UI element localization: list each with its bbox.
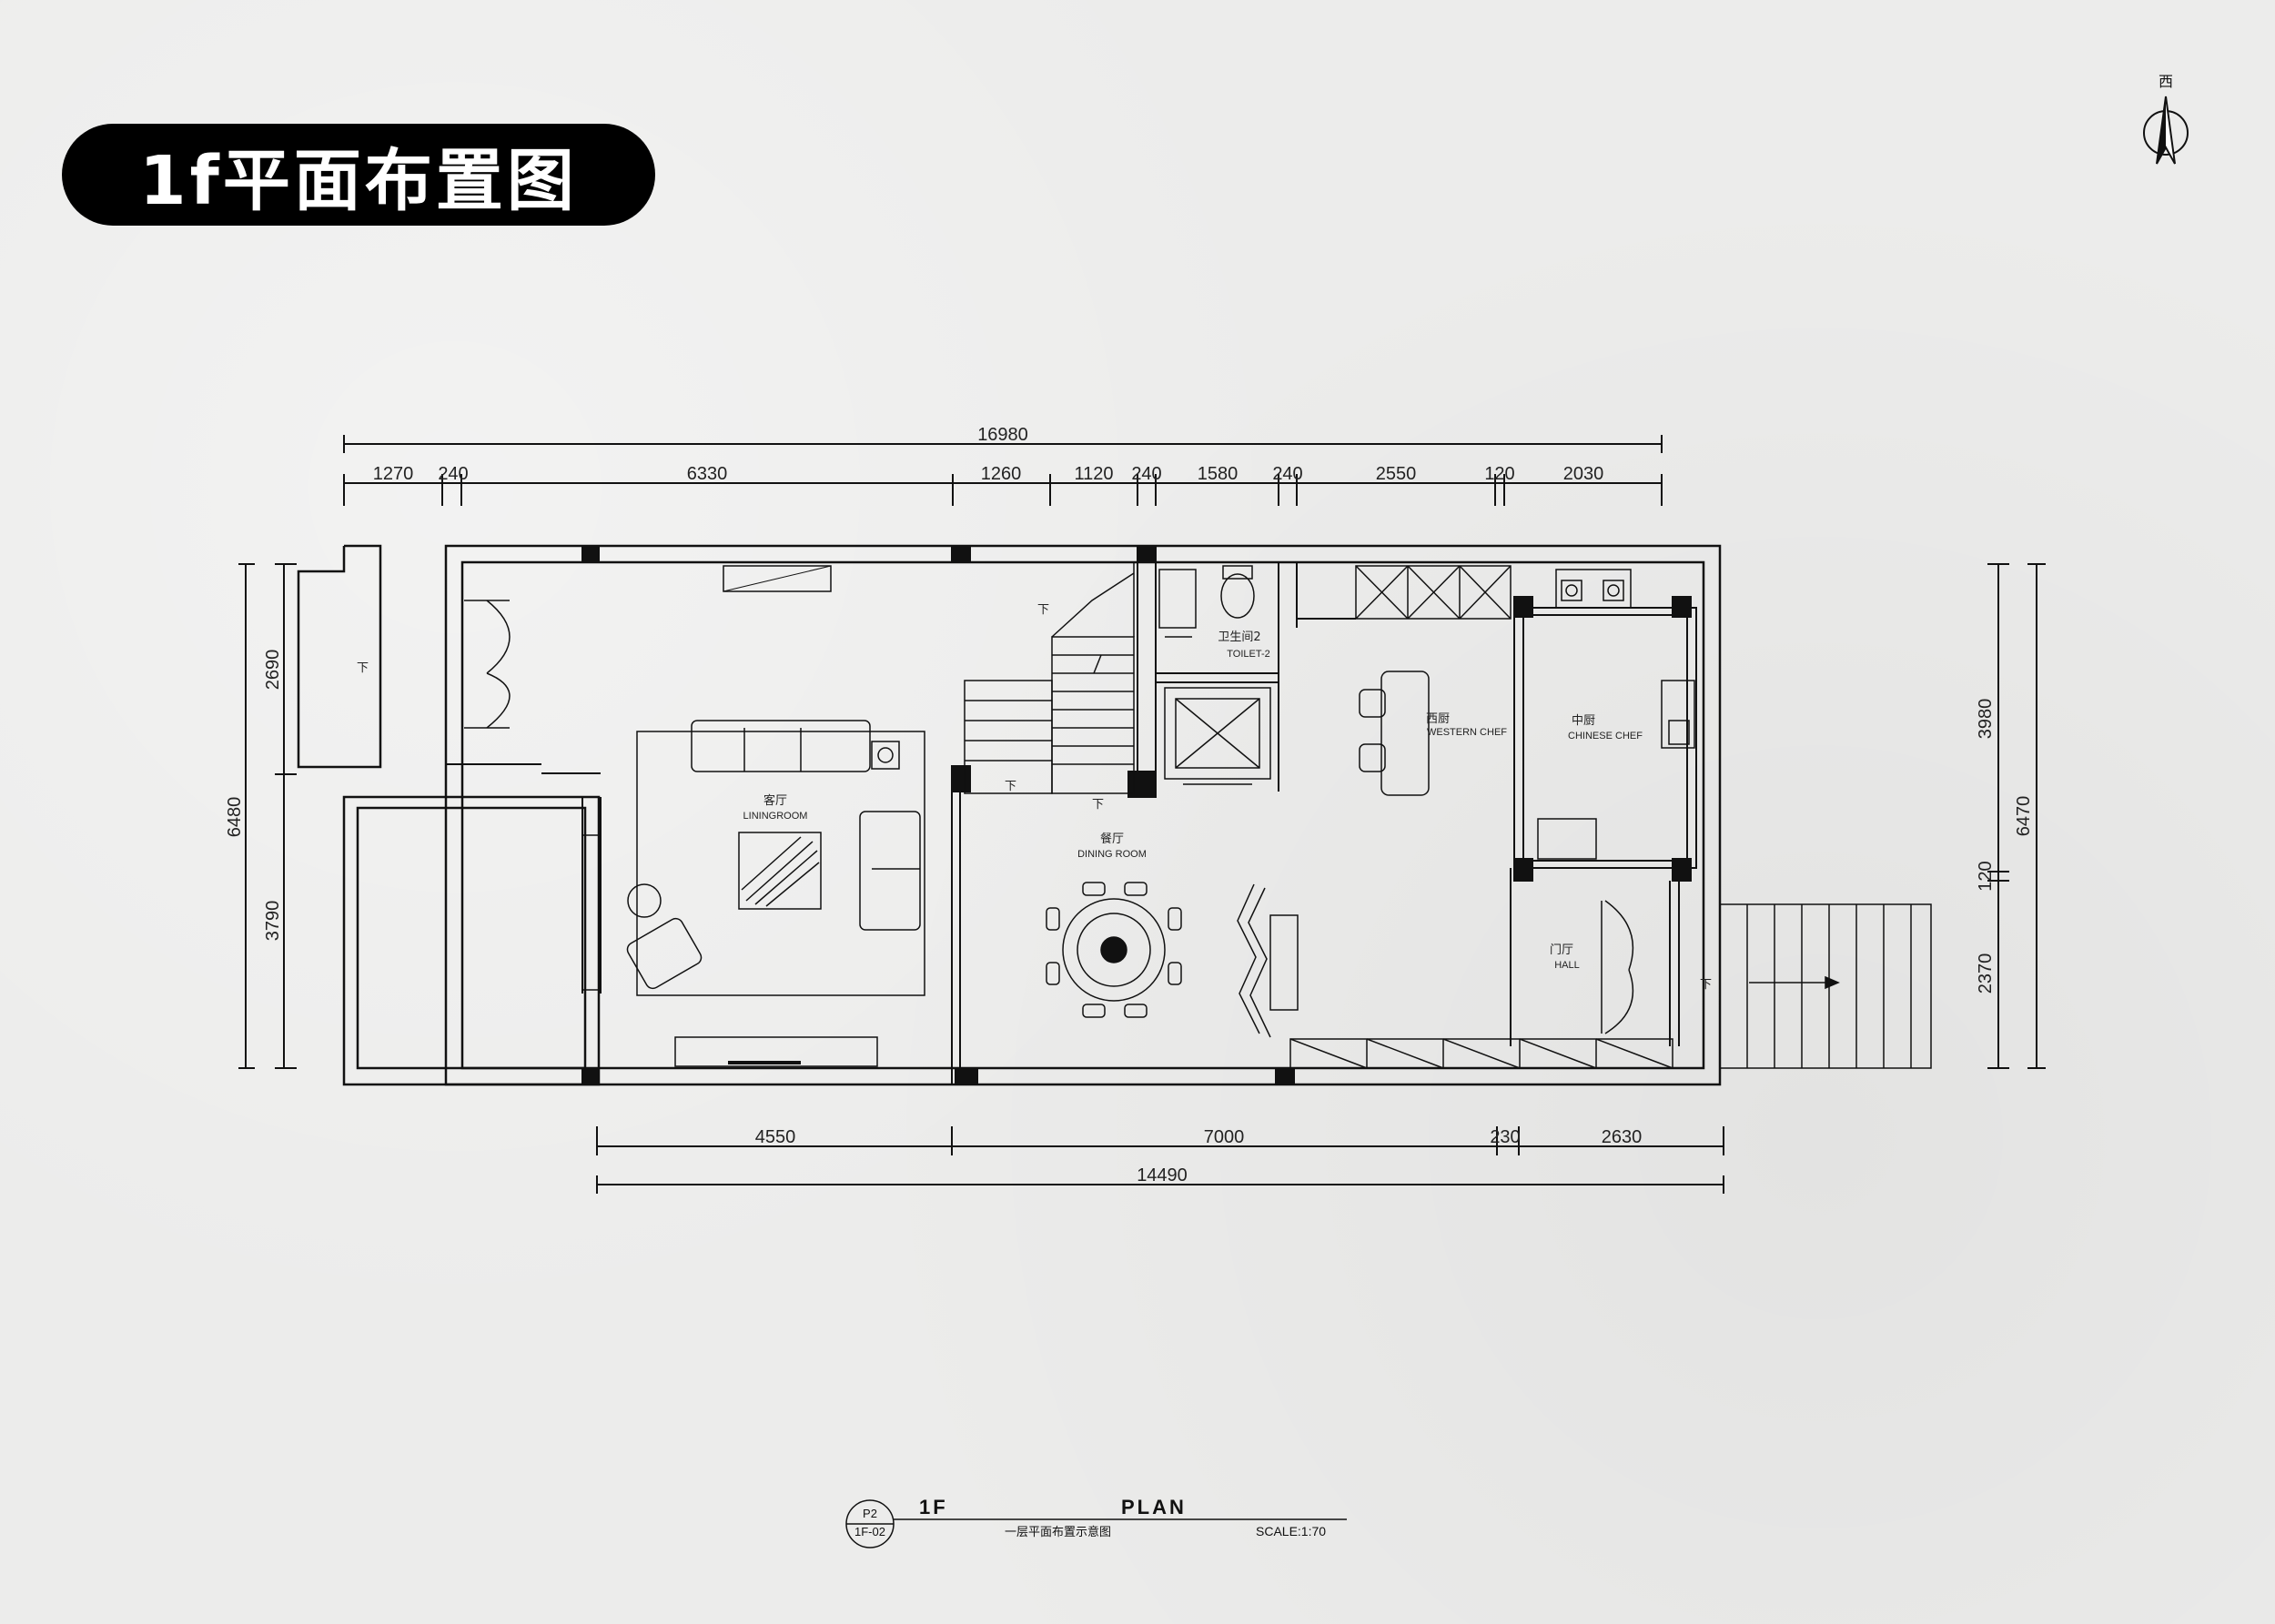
dimension-top-segments-line bbox=[343, 474, 1663, 506]
porch-door bbox=[464, 600, 511, 729]
plan-scale: SCALE:1:70 bbox=[1256, 1524, 1326, 1538]
title-block bbox=[845, 1499, 1347, 1548]
dimension-right-total-line bbox=[2027, 563, 2046, 1069]
dimension-left-total: 6480 bbox=[225, 797, 245, 838]
dimension-left-segments-line bbox=[275, 563, 297, 1069]
dimension-top-6: 240 bbox=[1131, 464, 1161, 484]
dimension-right-3: 2370 bbox=[1976, 953, 1996, 994]
dimension-left-2: 3790 bbox=[263, 901, 283, 942]
chinese-chef-label-cn: 中厨 bbox=[1572, 714, 1595, 728]
dimension-left-1: 2690 bbox=[263, 650, 283, 691]
dimension-top-3: 6330 bbox=[687, 464, 728, 484]
living-furniture bbox=[626, 720, 925, 1067]
dimension-top-2: 240 bbox=[438, 464, 468, 484]
entry-cabinets bbox=[1289, 1038, 1673, 1069]
dimension-top-10: 120 bbox=[1484, 464, 1514, 484]
stair-down-marker-porch: 下 bbox=[357, 661, 369, 675]
stair-down-marker-stairs: 下 bbox=[1005, 780, 1016, 793]
dining-room-label-cn: 餐厅 bbox=[1100, 832, 1124, 846]
dimension-top-total-line bbox=[343, 435, 1663, 453]
western-kitchen-cabinets bbox=[1355, 565, 1512, 796]
western-chef-label-cn: 西厨 bbox=[1426, 712, 1450, 726]
elevator-shaft bbox=[1164, 687, 1271, 785]
dimension-bottom-4: 2630 bbox=[1602, 1127, 1643, 1147]
dimension-top-1: 1270 bbox=[373, 464, 414, 484]
dimension-left-total-line bbox=[238, 563, 255, 1069]
dimension-top-8: 240 bbox=[1272, 464, 1302, 484]
dimension-right-2: 120 bbox=[1976, 861, 1996, 891]
page-title-badge: 1f平面布置图 bbox=[62, 124, 655, 226]
plan-type-label: PLAN bbox=[1121, 1496, 1187, 1518]
dimension-bottom-2: 7000 bbox=[1204, 1127, 1245, 1147]
chinese-kitchen-fixtures bbox=[1537, 569, 1695, 860]
toilet-label-cn: 卫生间2 bbox=[1218, 630, 1260, 644]
living-room-label-en: LININGROOM bbox=[743, 811, 808, 822]
stair-down-marker-upper: 下 bbox=[1037, 603, 1049, 617]
dimension-top-5: 1120 bbox=[1074, 464, 1113, 484]
dimension-top-11: 2030 bbox=[1563, 464, 1604, 484]
toilet-label-en: TOILET-2 bbox=[1227, 649, 1269, 660]
exterior-walls bbox=[297, 544, 1722, 1086]
annex-window bbox=[581, 834, 600, 991]
dimension-top-4: 1260 bbox=[981, 464, 1022, 484]
dimension-right-segments-line bbox=[1987, 563, 2009, 1069]
stairs bbox=[964, 562, 1135, 794]
hall-label-en: HALL bbox=[1554, 960, 1580, 971]
sheet-reference: 1F-02 bbox=[854, 1525, 885, 1538]
dimension-right-total: 6470 bbox=[2014, 796, 2034, 837]
hall-label-cn: 门厅 bbox=[1550, 943, 1573, 957]
entry-ramp bbox=[1719, 903, 1932, 1069]
dimension-bottom-segments-line bbox=[596, 1126, 1724, 1155]
dining-room-label-en: DINING ROOM bbox=[1077, 849, 1147, 860]
compass-icon bbox=[2143, 96, 2189, 165]
dimension-right-1: 3980 bbox=[1976, 699, 1996, 740]
dimension-bottom-3: 230 bbox=[1490, 1127, 1520, 1147]
toilet-fixtures bbox=[1158, 565, 1255, 638]
dimension-bottom-total: 14490 bbox=[1137, 1165, 1188, 1185]
stair-down-marker-dining: 下 bbox=[1092, 798, 1104, 812]
sheet-number: P2 bbox=[863, 1507, 877, 1520]
dimension-bottom-1: 4550 bbox=[755, 1127, 796, 1147]
interior-walls bbox=[446, 562, 1697, 1084]
hall-entry-door bbox=[1601, 900, 1634, 1034]
dimension-top-9: 2550 bbox=[1376, 464, 1417, 484]
dimension-top-total: 16980 bbox=[977, 425, 1028, 445]
dimension-top-7: 1580 bbox=[1198, 464, 1239, 484]
stair-down-marker-hall: 下 bbox=[1700, 978, 1712, 992]
compass-label: 西 bbox=[2158, 73, 2173, 90]
plan-subtitle: 一层平面布置示意图 bbox=[1005, 1525, 1111, 1539]
chinese-chef-label-en: CHINESE CHEF bbox=[1568, 731, 1643, 741]
top-cabinet bbox=[723, 565, 832, 592]
living-room-label-cn: 客厅 bbox=[763, 793, 787, 808]
dimension-bottom-total-line bbox=[596, 1175, 1724, 1194]
plan-floor-label: 1F bbox=[919, 1496, 948, 1518]
structural-columns bbox=[581, 545, 1692, 1085]
western-chef-label-en: WESTERN CHEF bbox=[1427, 727, 1507, 738]
dining-set bbox=[1046, 882, 1299, 1038]
page-title: 1f平面布置图 bbox=[139, 141, 578, 220]
